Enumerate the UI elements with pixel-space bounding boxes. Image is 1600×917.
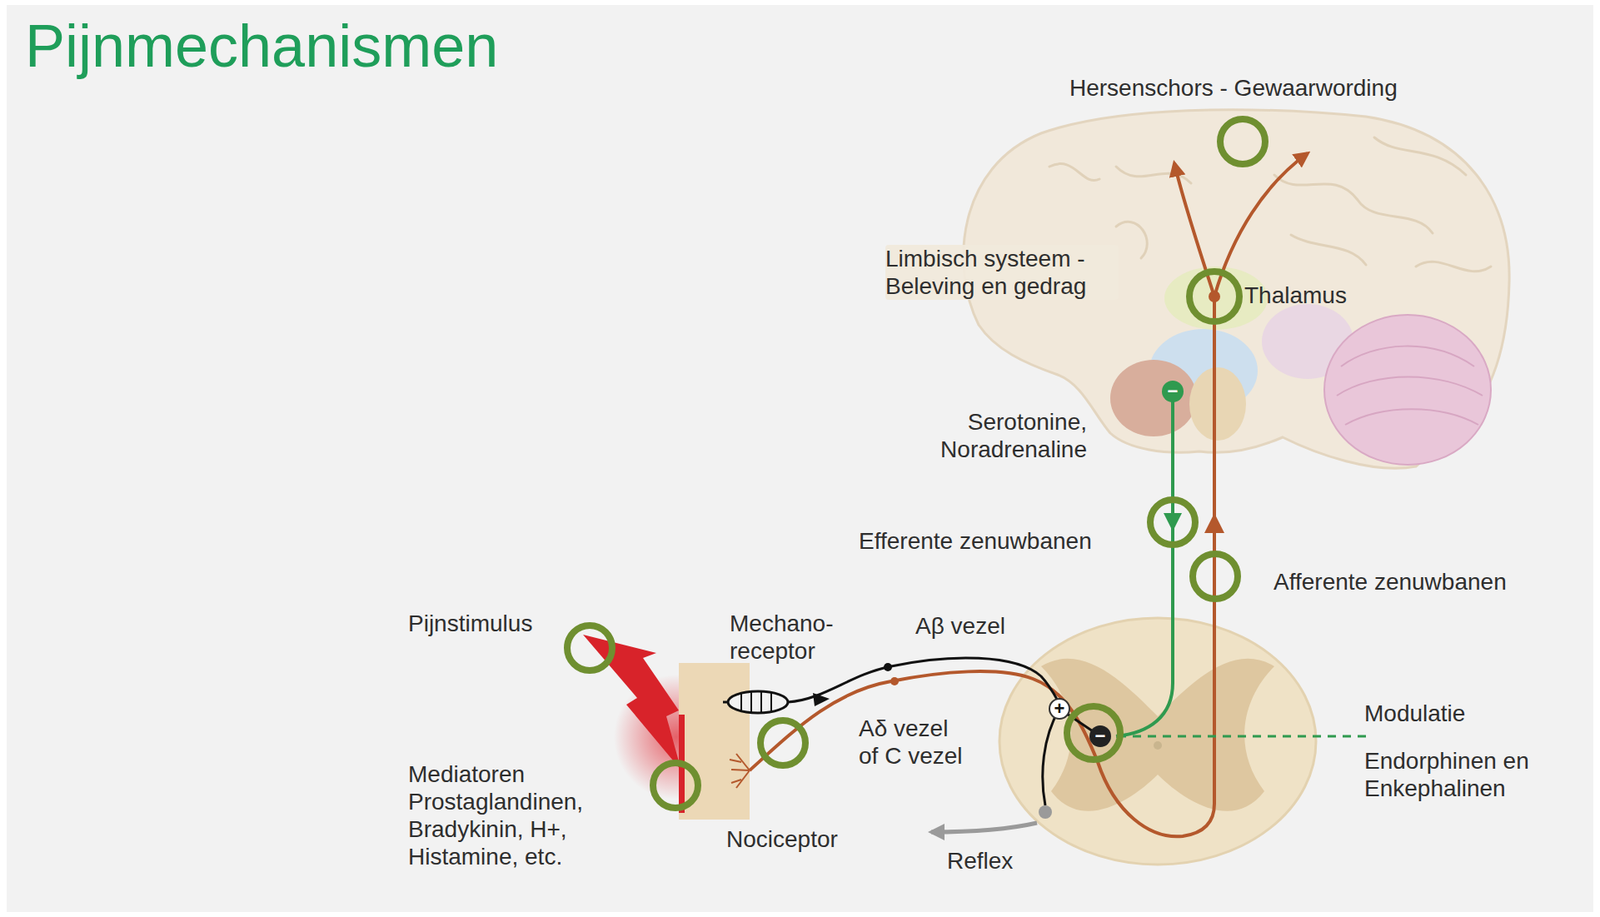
fibre-node — [890, 677, 899, 686]
marker-ring — [652, 762, 698, 808]
mechanoreceptor — [740, 692, 743, 712]
transmitter-label: Serotonine, Noradrenaline — [923, 408, 1087, 464]
nerve-endings — [731, 779, 742, 783]
pathway-label: Efferente zenuwbanen — [858, 527, 1092, 555]
fibre-node — [883, 662, 893, 672]
cerebellum — [1336, 346, 1483, 425]
fibre-label: Aβ vezel — [915, 612, 1006, 640]
marker-ring — [567, 119, 1266, 808]
nerve-endings — [736, 770, 750, 788]
spinal-cord — [1153, 741, 1162, 750]
spinal-cord — [999, 618, 1316, 865]
mechanoreceptor — [760, 691, 763, 713]
pathway-label: Afferente zenuwbanen — [1273, 568, 1507, 596]
inhibition-dot — [1089, 725, 1112, 748]
brain-sulci — [1415, 261, 1491, 272]
sign-symbol: − — [1167, 382, 1179, 401]
brain-sulci — [1116, 221, 1147, 259]
cerebellum — [1336, 377, 1483, 397]
brain-region — [1110, 359, 1197, 437]
afferent-fibre — [749, 296, 1215, 837]
marker-ring — [1220, 119, 1266, 165]
transmitter-label: Endorphinen en Enkephalinen — [1364, 747, 1540, 803]
abeta-arrow — [812, 692, 830, 707]
mediator-label: Mediatoren Prostaglandinen, Bradykinin, … — [408, 760, 589, 871]
brain-stem — [1189, 367, 1247, 441]
pain-bolt — [583, 634, 682, 771]
brain-sulci — [1274, 174, 1433, 234]
mechanoreceptor — [750, 691, 753, 713]
region-label: Hersenschors - Gewaarwording — [1069, 74, 1398, 102]
process-label: Modulatie — [1364, 699, 1466, 728]
mechanoreceptor — [727, 691, 788, 713]
pathways — [722, 153, 1366, 837]
spinal-cord — [1041, 658, 1275, 812]
receptor-label: Mechano- receptor — [729, 609, 847, 665]
marker-ring — [1192, 553, 1238, 599]
reflex-fibre — [1042, 708, 1060, 806]
marker-ring — [567, 625, 613, 671]
nerve-endings — [729, 753, 750, 788]
inhibition-dot — [1161, 380, 1184, 403]
brain-sulci — [1290, 234, 1366, 265]
region-label: Thalamus — [1244, 281, 1347, 310]
slide-background — [6, 4, 1594, 913]
modulation-line — [1122, 735, 1366, 738]
efferent-fibre — [1116, 391, 1173, 737]
fibre-label: Aδ vezel of C vezel — [858, 714, 969, 770]
reflex-arrow — [931, 822, 1037, 833]
excitation-dot — [1049, 698, 1070, 719]
afferent-arrow — [1204, 513, 1225, 534]
marker-ring — [1189, 271, 1240, 322]
nerve-endings — [731, 769, 750, 771]
marker-ring — [1066, 706, 1121, 760]
skin-tissue — [678, 662, 750, 820]
stimulus-label: Pijnstimulus — [408, 609, 533, 638]
marker-ring — [760, 720, 806, 766]
cerebellum — [1345, 408, 1479, 425]
cerebellum — [1324, 314, 1491, 465]
cerebellum — [1340, 346, 1475, 367]
page-title: Pijnmechanismen — [24, 11, 499, 81]
reflex-label: Reflex — [947, 847, 1013, 875]
mechanoreceptor — [741, 691, 772, 713]
mechanoreceptor — [770, 692, 773, 712]
mechanoreceptor — [727, 691, 788, 713]
efferent-arrow — [1163, 513, 1182, 532]
region-label: Limbisch systeem - Beleving en gedrag — [885, 244, 1119, 300]
brain-sulci — [1049, 164, 1100, 181]
reflex-synapse — [1038, 805, 1052, 819]
marker-ring — [1150, 499, 1196, 545]
brain-sulci — [1374, 137, 1466, 175]
cerebellum — [1324, 314, 1491, 465]
nerve-endings — [729, 759, 742, 763]
sign-symbol: − — [1095, 727, 1107, 746]
receptor-label: Nociceptor — [726, 825, 838, 853]
sign-symbol: + — [1054, 699, 1066, 718]
thalamus-dot — [1208, 290, 1221, 303]
abeta-fibre — [787, 657, 1060, 704]
spinal-cord — [999, 618, 1316, 865]
